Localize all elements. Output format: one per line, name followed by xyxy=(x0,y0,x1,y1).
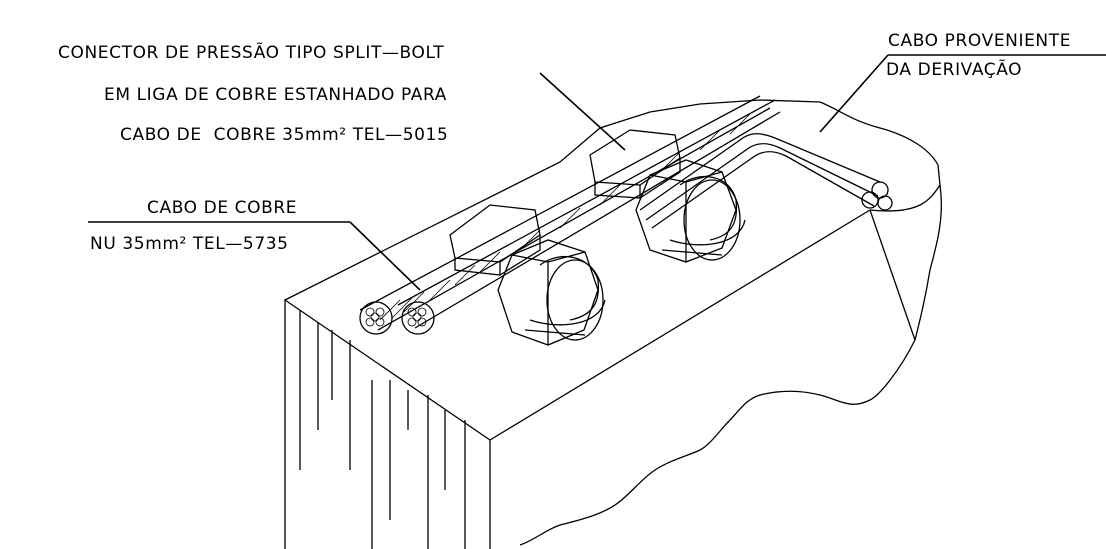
bare-copper-cables xyxy=(359,95,781,335)
split-bolt-connector-back xyxy=(589,129,746,263)
hatch-lines xyxy=(299,310,466,549)
bare-cable-label-line2: NU 35mm² TEL—5735 xyxy=(90,234,289,254)
leader-lines xyxy=(88,54,1106,291)
branch-cable xyxy=(639,133,893,229)
connector-label-line1: CONECTOR DE PRESSÃO TIPO SPLIT—BOLT xyxy=(58,43,445,63)
concrete-block xyxy=(283,99,943,549)
bare-cable-label-line1: CABO DE COBRE xyxy=(147,198,298,218)
branch-cable-label-line2: DA DERIVAÇÃO xyxy=(886,60,1023,80)
connector-label-line2: EM LIGA DE COBRE ESTANHADO PARA xyxy=(104,85,447,105)
connector-label-line3: CABO DE COBRE 35mm² TEL—5015 xyxy=(120,125,449,145)
branch-cable-label-line1: CABO PROVENIENTE xyxy=(888,31,1072,51)
split-bolt-connector-front xyxy=(449,204,606,346)
